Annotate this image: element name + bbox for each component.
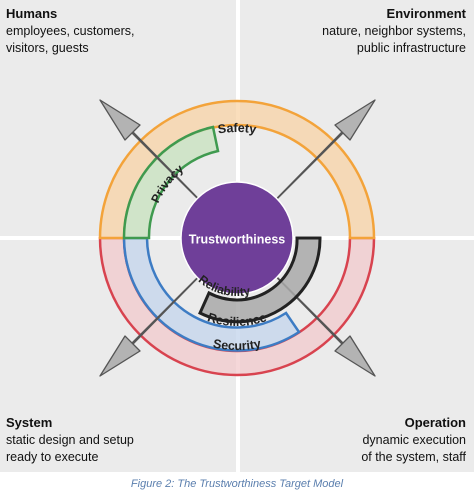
environment-title: Environment bbox=[386, 6, 466, 21]
resilience-ring bbox=[122, 236, 301, 352]
trustworthiness-diagram: Trustworthiness Safety Security Resilien… bbox=[98, 99, 376, 377]
figure-caption: Figure 2: The Trustworthiness Target Mod… bbox=[130, 478, 344, 490]
operation-title: Operation bbox=[404, 415, 466, 430]
humans-desc-line-2: visitors, guests bbox=[6, 41, 89, 55]
humans-title: Humans bbox=[6, 6, 58, 21]
system-title: System bbox=[6, 415, 53, 430]
humans-desc-line-1: employees, customers, bbox=[6, 24, 135, 38]
system-desc-line-1: static design and setup bbox=[6, 433, 134, 447]
center-label: Trustworthiness bbox=[189, 232, 286, 246]
reliability-ring bbox=[198, 236, 322, 324]
trustworthiness-circle bbox=[180, 181, 294, 295]
environment-desc-line-1: nature, neighbor systems, bbox=[322, 24, 466, 38]
safety-label: Safety bbox=[217, 121, 257, 137]
environment-desc-line-2: public infrastructure bbox=[356, 41, 466, 55]
privacy-ring bbox=[122, 125, 220, 240]
operation-desc-line-1: dynamic execution bbox=[362, 433, 466, 447]
security-label: Security bbox=[212, 337, 262, 354]
operation-desc-line-2: of the system, staff bbox=[361, 450, 466, 464]
system-desc-line-2: ready to execute bbox=[6, 450, 99, 464]
resilience-label: Resilience bbox=[206, 310, 268, 329]
